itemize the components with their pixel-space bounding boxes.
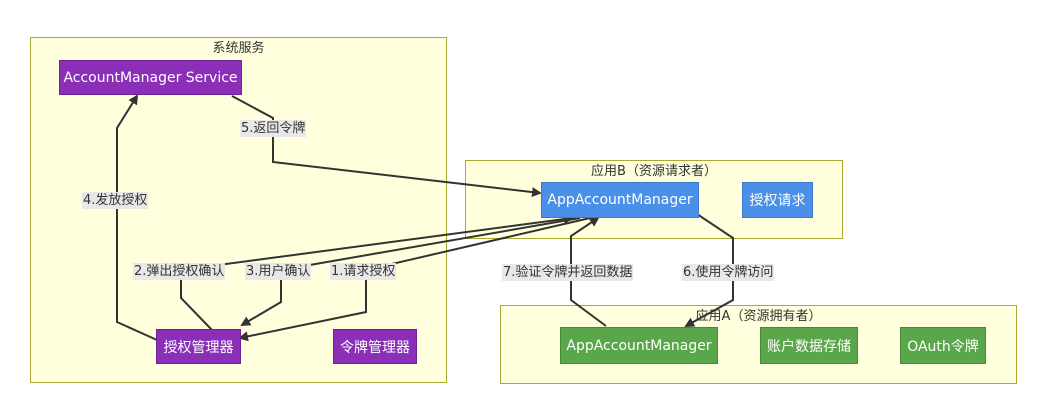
node-account-manager-service: AccountManager Service bbox=[59, 60, 242, 95]
edge-label-7: 7.验证令牌并返回数据 bbox=[502, 264, 634, 281]
edge-label-2: 2.弹出授权确认 bbox=[133, 263, 226, 280]
edge-label-4: 4.发放授权 bbox=[82, 192, 149, 209]
edge-1-request bbox=[238, 217, 591, 342]
edge-5-return-token bbox=[231, 95, 542, 198]
node-appb-account-manager: AppAccountManager bbox=[541, 182, 699, 218]
node-token-manager: 令牌管理器 bbox=[333, 329, 417, 364]
edge-2-popup-confirm bbox=[180, 214, 574, 331]
edge-label-6: 6.使用令牌访问 bbox=[682, 264, 775, 281]
edge-3-user-confirm bbox=[240, 217, 581, 327]
node-auth-request: 授权请求 bbox=[742, 182, 813, 218]
edge-label-5: 5.返回令牌 bbox=[240, 120, 307, 137]
node-auth-manager: 授权管理器 bbox=[156, 329, 241, 364]
group-title-app-a: 应用A（资源拥有者） bbox=[695, 309, 822, 324]
node-account-storage: 账户数据存储 bbox=[760, 327, 858, 364]
group-title-system: 系统服务 bbox=[212, 41, 265, 56]
edge-label-3: 3.用户确认 bbox=[245, 263, 312, 280]
node-appa-account-manager: AppAccountManager bbox=[560, 327, 718, 364]
edge-label-1: 1.请求授权 bbox=[330, 263, 397, 280]
edge-4-grant bbox=[116, 94, 158, 341]
node-oauth-token: OAuth令牌 bbox=[900, 327, 986, 364]
group-title-app-b: 应用B（资源请求者） bbox=[591, 164, 717, 179]
